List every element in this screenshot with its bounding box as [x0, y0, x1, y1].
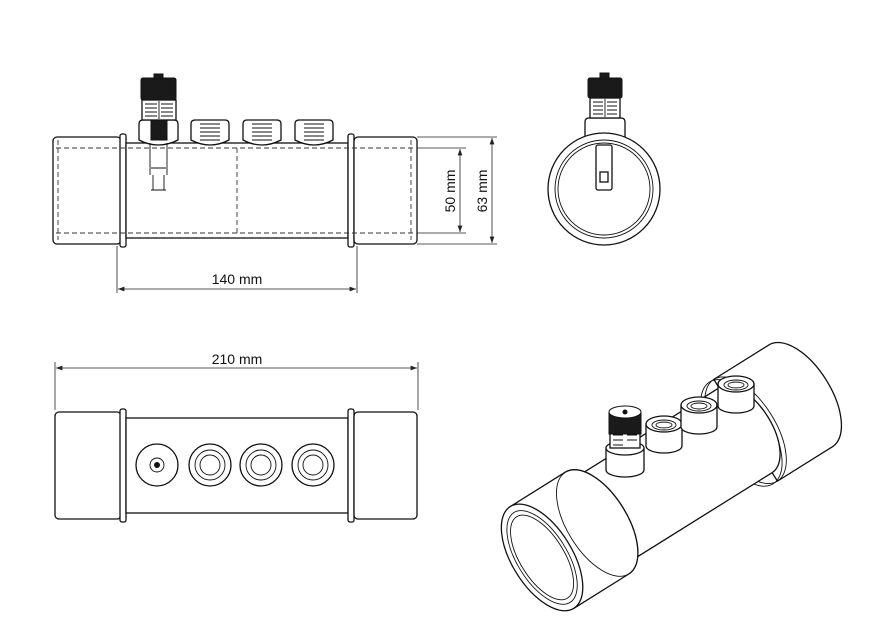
dimension-label-50: 50 mm [442, 170, 458, 213]
isometric-view [500, 341, 843, 612]
iso-threaded-port [717, 375, 755, 414]
iso-threaded-port [680, 396, 718, 435]
dimension-50: 50 mm [417, 147, 466, 234]
dimension-210: 210 mm [54, 351, 419, 410]
iso-threaded-port [645, 415, 683, 454]
threaded-port-top [239, 443, 283, 487]
dimension-63: 63 mm [417, 136, 497, 245]
front-view [52, 73, 418, 248]
iso-valve [605, 405, 645, 478]
dimension-label-140: 140 mm [212, 271, 263, 287]
threaded-port [294, 119, 334, 146]
threaded-port-top [291, 443, 335, 487]
plan-view [54, 408, 418, 523]
dimension-label-63: 63 mm [474, 170, 490, 213]
dimension-label-210: 210 mm [212, 351, 263, 367]
dimension-140: 140 mm [116, 246, 358, 293]
threaded-port [190, 119, 230, 146]
valve [138, 73, 179, 191]
valve-port-top [135, 443, 179, 487]
side-view [547, 72, 661, 246]
threaded-port-top [188, 443, 232, 487]
threaded-port [242, 119, 282, 146]
